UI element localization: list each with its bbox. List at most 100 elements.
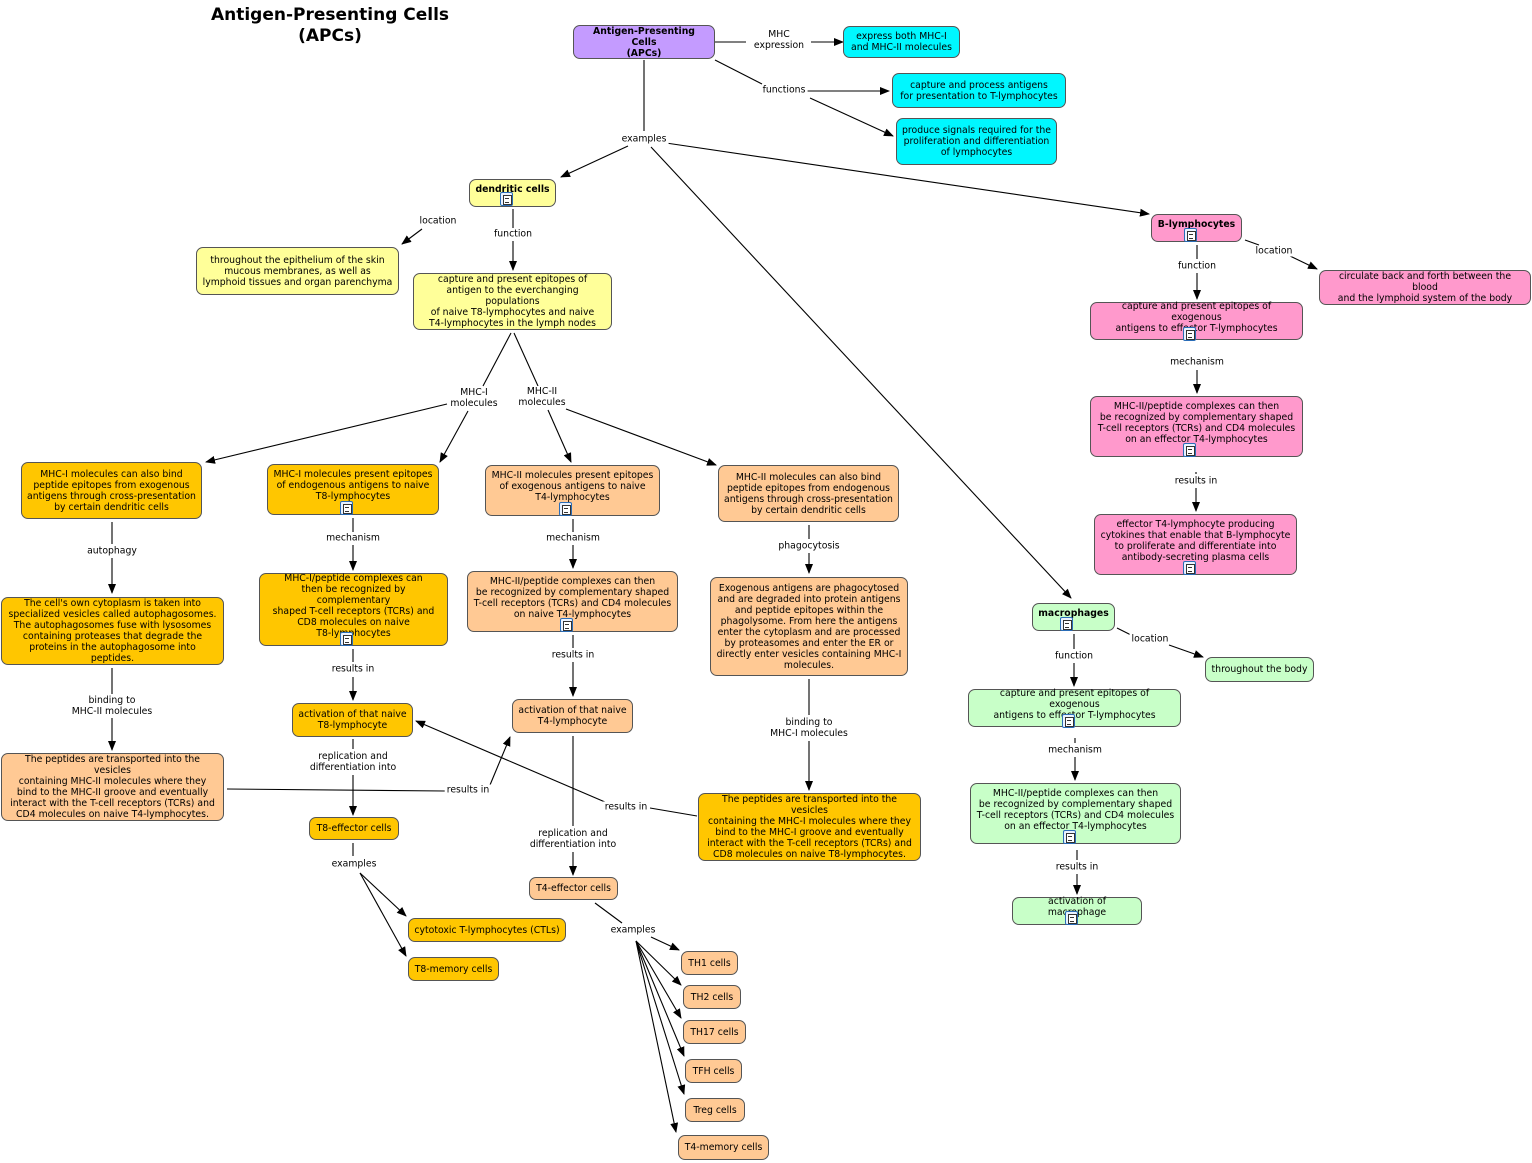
connector-47 — [635, 940, 682, 986]
node-b-mechanism[interactable]: MHC-II/peptide complexes can then be rec… — [1090, 396, 1303, 457]
edge-label-l-m-location: location — [1129, 633, 1171, 645]
edge-label-l-mech1: mechanism — [324, 532, 382, 544]
edge-label-l-repl1: replication and differentiation into — [307, 751, 399, 773]
connector-12 — [482, 332, 512, 387]
node-ctl[interactable]: cytotoxic T-lymphocytes (CTLs) — [408, 918, 566, 942]
edge-label-l-res2: results in — [549, 649, 597, 661]
connector-2 — [714, 59, 763, 85]
edge-label-l-res-left: results in — [444, 784, 492, 796]
node-mhc1-cross[interactable]: MHC-I molecules can also bind peptide ep… — [21, 462, 202, 519]
node-th1[interactable]: TH1 cells — [681, 951, 738, 975]
page-title: Antigen-Presenting Cells (APCs) — [210, 5, 450, 46]
connector-45 — [594, 902, 623, 924]
connector-48 — [635, 940, 682, 1019]
connector-53 — [1289, 255, 1318, 270]
edge-label-l-autophagy: autophagy — [85, 545, 139, 557]
edge-label-l-m-mech: mechanism — [1046, 744, 1104, 756]
resource-document-icon[interactable] — [559, 502, 572, 516]
edge-label-l-b-mech: mechanism — [1168, 356, 1226, 368]
node-treg[interactable]: Treg cells — [685, 1098, 745, 1122]
connector-37 — [489, 736, 511, 786]
node-mhc1-endo[interactable]: MHC-I molecules present epitopes of endo… — [267, 464, 439, 515]
edge-label-l-ex-t8: examples — [329, 858, 379, 870]
edge-label-l-mech2: mechanism — [544, 532, 602, 544]
connector-49 — [635, 940, 685, 1057]
node-macrophages[interactable]: macrophages — [1032, 603, 1115, 631]
connector-16 — [547, 409, 572, 463]
node-exo-phago[interactable]: Exogenous antigens are phagocytosed and … — [710, 577, 908, 676]
connector-52 — [1244, 239, 1260, 246]
edge-label-l-examples: examples — [619, 133, 669, 145]
edge-label-l-ex-t4: examples — [608, 924, 658, 936]
connector-60 — [1116, 627, 1132, 636]
edge-label-l-repl2: replication and differentiation into — [527, 828, 619, 850]
edge-label-l-mhc1-mol: MHC-I molecules — [448, 387, 500, 409]
node-th17[interactable]: TH17 cells — [683, 1020, 746, 1044]
resource-document-icon[interactable] — [1060, 617, 1073, 631]
node-mhc1-complex[interactable]: MHC-I/peptide complexes can then be reco… — [259, 573, 448, 646]
node-act-t8[interactable]: activation of that naive T8-lymphocyte — [292, 703, 413, 737]
node-t8-memory[interactable]: T8-memory cells — [408, 957, 499, 981]
connector-9 — [401, 228, 423, 245]
node-autophago[interactable]: The cell's own cytoplasm is taken into s… — [1, 597, 224, 665]
node-peptides-mhc1[interactable]: The peptides are transported into the ve… — [698, 793, 921, 861]
node-t4-memory[interactable]: T4-memory cells — [678, 1135, 769, 1160]
node-mhc2-cross[interactable]: MHC-II molecules can also bind peptide e… — [718, 465, 899, 522]
connector-8 — [650, 146, 1072, 599]
connector-44 — [359, 872, 407, 957]
node-dc-function[interactable]: capture and present epitopes of antigen … — [413, 273, 612, 330]
edge-label-l-res-right: results in — [602, 801, 650, 813]
connector-14 — [205, 403, 448, 464]
edge-label-l-dc-function: function — [492, 228, 534, 240]
resource-document-icon[interactable] — [1183, 561, 1196, 575]
node-mhc2-exo[interactable]: MHC-II molecules present epitopes of exo… — [485, 465, 660, 516]
resource-document-icon[interactable] — [1183, 443, 1196, 457]
node-act-t4[interactable]: activation of that naive T4-lymphocyte — [512, 699, 633, 733]
resource-document-icon[interactable] — [1184, 228, 1197, 242]
edge-label-l-b-function: function — [1176, 260, 1218, 272]
connector-61 — [1168, 644, 1204, 658]
edge-label-l-bind-mhc2: binding to MHC-II molecules — [69, 695, 155, 717]
node-t4-effector[interactable]: T4-effector cells — [529, 877, 618, 900]
connector-6 — [560, 145, 629, 178]
node-apc[interactable]: Antigen-Presenting Cells (APCs) — [573, 25, 715, 59]
connector-36 — [226, 788, 446, 792]
edge-label-l-mhc2-mol: MHC-II molecules — [516, 386, 568, 408]
edge-label-l-functions: functions — [760, 84, 808, 96]
node-tfh[interactable]: TFH cells — [685, 1059, 742, 1083]
connector-38 — [649, 807, 698, 817]
resource-document-icon[interactable] — [1063, 830, 1076, 844]
edge-label-l-bind-mhc1: binding to MHC-I molecules — [768, 717, 850, 739]
edge-label-l-mhc-expr: MHC expression — [751, 29, 807, 51]
connector-43 — [359, 872, 407, 917]
node-signals[interactable]: produce signals required for the prolife… — [896, 118, 1057, 165]
connector-7 — [665, 142, 1150, 217]
node-t8-effector[interactable]: T8-effector cells — [309, 817, 399, 840]
node-dc-location[interactable]: throughout the epithelium of the skin mu… — [196, 247, 399, 295]
resource-document-icon[interactable] — [340, 632, 353, 646]
resource-document-icon[interactable] — [1062, 714, 1075, 728]
edge-label-l-dc-location: location — [417, 215, 459, 227]
edge-label-l-b-location: location — [1253, 245, 1295, 257]
connector-15 — [439, 410, 469, 463]
connector-4 — [809, 97, 894, 137]
resource-document-icon[interactable] — [1065, 911, 1078, 925]
node-th2[interactable]: TH2 cells — [683, 985, 741, 1009]
resource-document-icon[interactable] — [500, 192, 513, 206]
node-m-location[interactable]: throughout the body — [1205, 657, 1314, 682]
resource-document-icon[interactable] — [1183, 327, 1196, 341]
edge-label-l-m-res: results in — [1053, 861, 1101, 873]
node-b-location[interactable]: circulate back and forth between the blo… — [1319, 270, 1531, 305]
connector-17 — [565, 408, 717, 466]
node-b-function[interactable]: capture and present epitopes of exogenou… — [1090, 301, 1303, 340]
resource-document-icon[interactable] — [340, 501, 353, 515]
connector-46 — [650, 936, 680, 951]
node-capture-process[interactable]: capture and process antigens for present… — [892, 73, 1066, 108]
resource-document-icon[interactable] — [560, 618, 573, 632]
connector-51 — [635, 940, 679, 1133]
connector-50 — [635, 940, 686, 1095]
edge-label-l-b-res: results in — [1172, 475, 1220, 487]
node-mhc-both[interactable]: express both MHC-I and MHC-II molecules — [843, 26, 960, 58]
node-peptides-mhc2[interactable]: The peptides are transported into the ve… — [1, 753, 224, 821]
